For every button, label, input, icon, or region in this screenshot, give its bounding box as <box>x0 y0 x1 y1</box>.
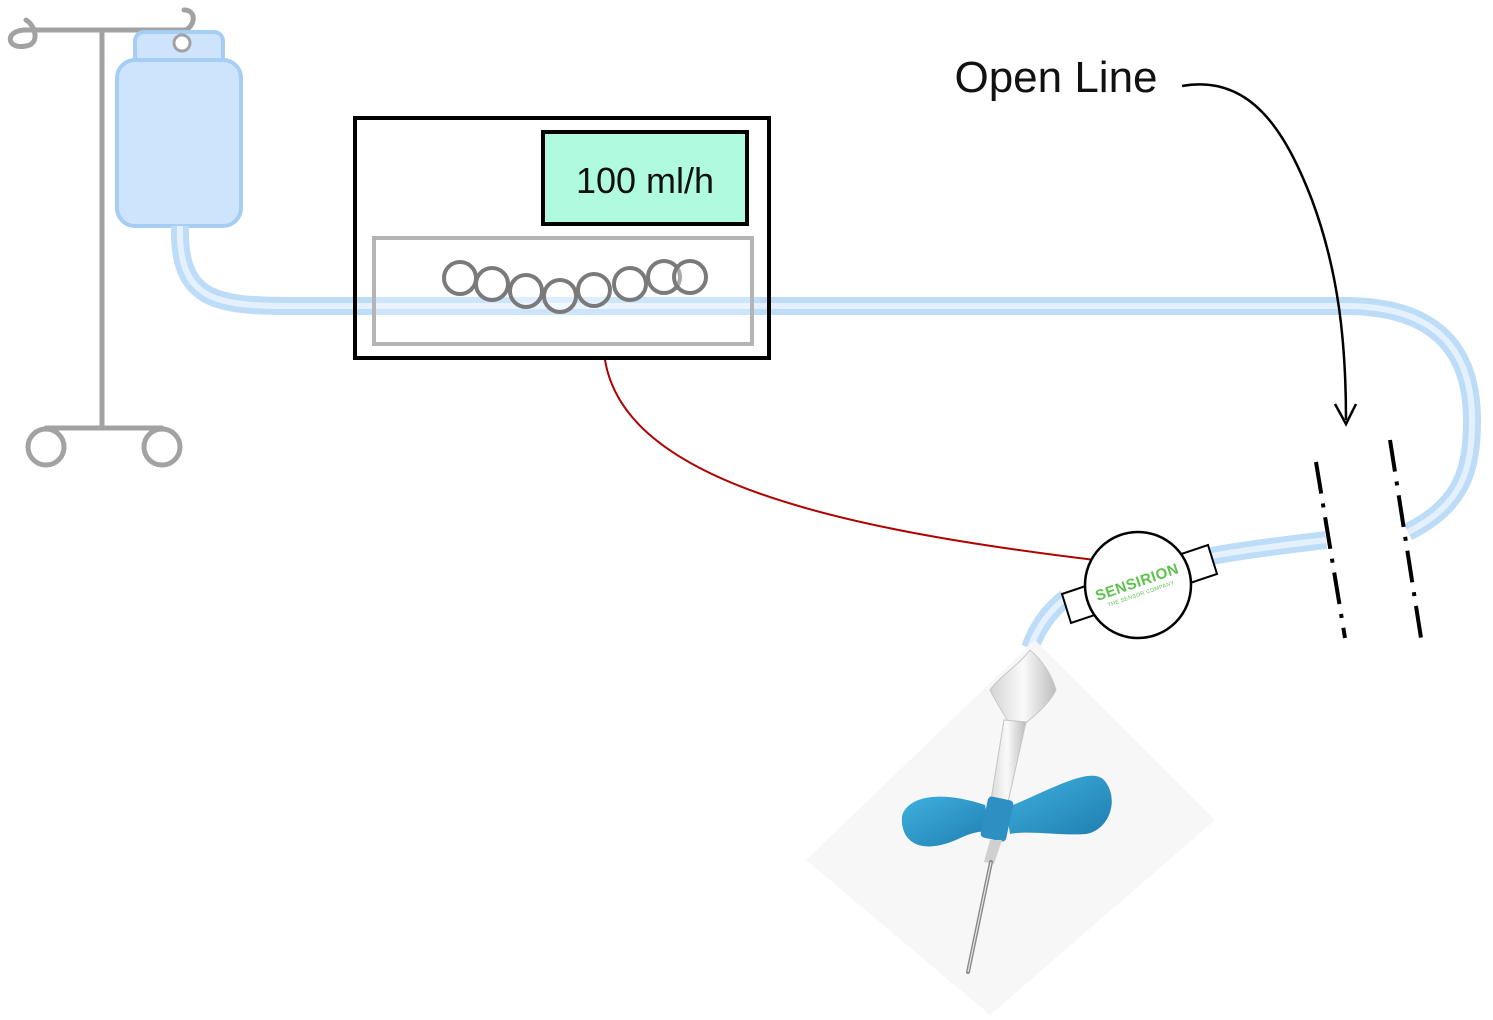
iv-pole-icon <box>7 7 196 468</box>
pump-display <box>541 130 749 226</box>
signal-wire <box>604 359 1096 561</box>
open-line-arrowhead <box>1333 403 1358 427</box>
open-line-label: Open Line <box>954 53 1157 102</box>
butterfly-needle-icon <box>806 640 1215 1015</box>
flow-rate-readout: 100 ml/h <box>576 160 714 201</box>
open-line-arrow <box>1181 83 1348 421</box>
tube-break-marks <box>1314 439 1423 639</box>
flow-sensor-icon: SENSIRION THE SENSOR COMPANY <box>1060 530 1219 640</box>
infusion-tubing <box>170 225 1481 652</box>
pump-rollers <box>442 259 708 314</box>
iv-bag-icon <box>115 30 243 228</box>
infusion-pump-icon: 100 ml/h <box>353 116 771 360</box>
